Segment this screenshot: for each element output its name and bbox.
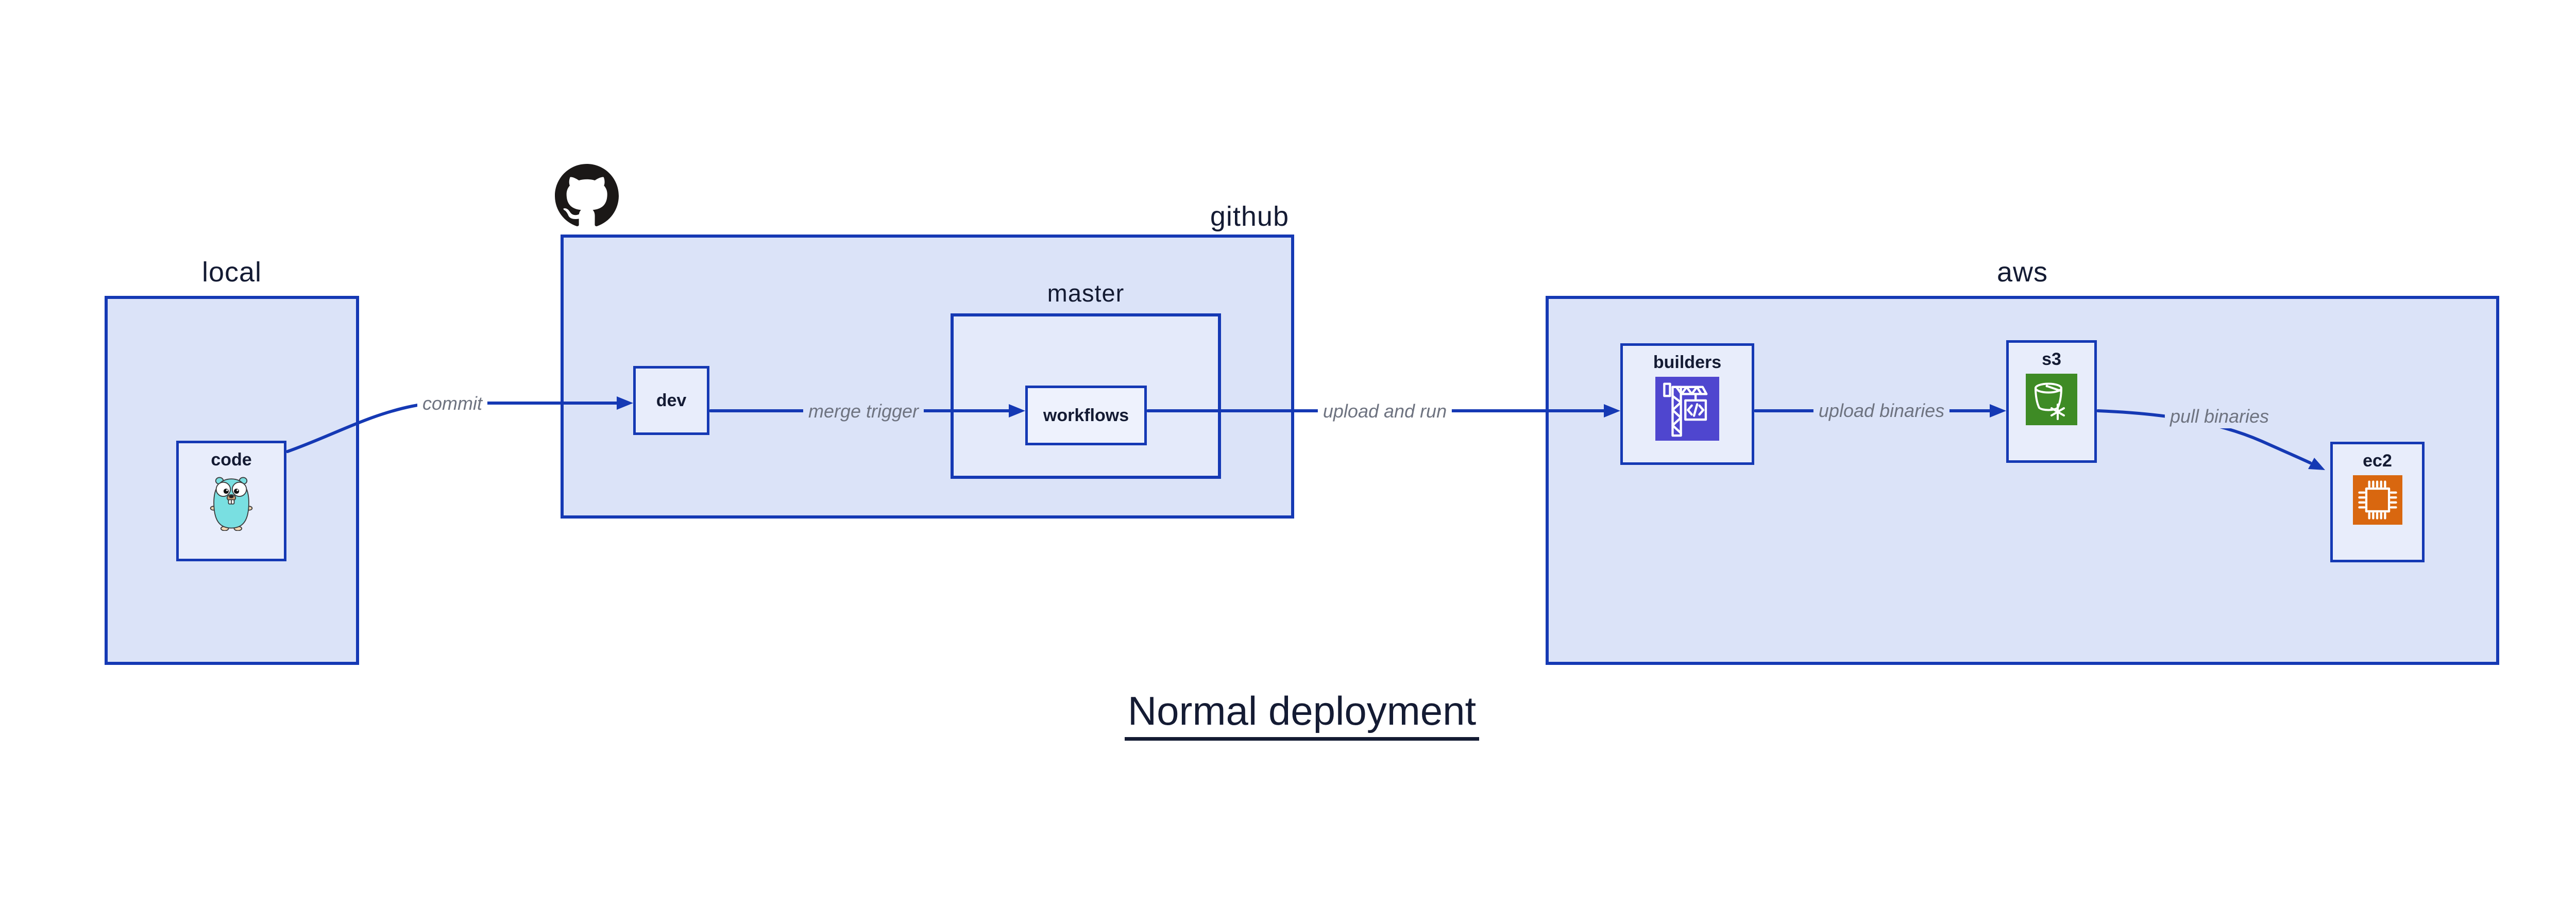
group-master-label: master (1047, 279, 1125, 307)
edge-pull-binaries-label: pull binaries (2164, 405, 2275, 428)
node-workflows-label: workflows (1043, 406, 1129, 425)
diagram-title-wrap: Normal deployment (0, 689, 2576, 741)
edge-upload-binaries-label: upload binaries (1813, 399, 1950, 423)
node-dev-label: dev (656, 391, 687, 410)
go-gopher-icon (210, 477, 253, 531)
diagram-title: Normal deployment (1124, 689, 1480, 741)
node-s3-label: s3 (2042, 349, 2061, 369)
node-code: code (176, 441, 286, 561)
node-code-label: code (211, 450, 252, 470)
node-builders: builders (1620, 343, 1754, 465)
node-dev: dev (633, 366, 709, 435)
edge-merge-trigger-label: merge trigger (803, 399, 924, 423)
node-ec2: ec2 (2330, 442, 2425, 562)
group-local-label: local (201, 257, 262, 288)
edge-upload-and-run-label: upload and run (1317, 399, 1452, 423)
edge-commit-label: commit (417, 392, 487, 415)
aws-s3-glacier-icon (2026, 374, 2077, 425)
node-builders-label: builders (1653, 353, 1722, 372)
node-ec2-label: ec2 (2363, 451, 2392, 471)
node-workflows: workflows (1025, 386, 1147, 445)
group-github-label: github (1210, 201, 1289, 232)
github-logo-icon (555, 164, 619, 226)
aws-ec2-icon (2352, 475, 2402, 525)
node-s3: s3 (2006, 340, 2097, 463)
group-aws-label: aws (1996, 257, 2048, 288)
aws-codebuild-icon (1655, 377, 1719, 441)
